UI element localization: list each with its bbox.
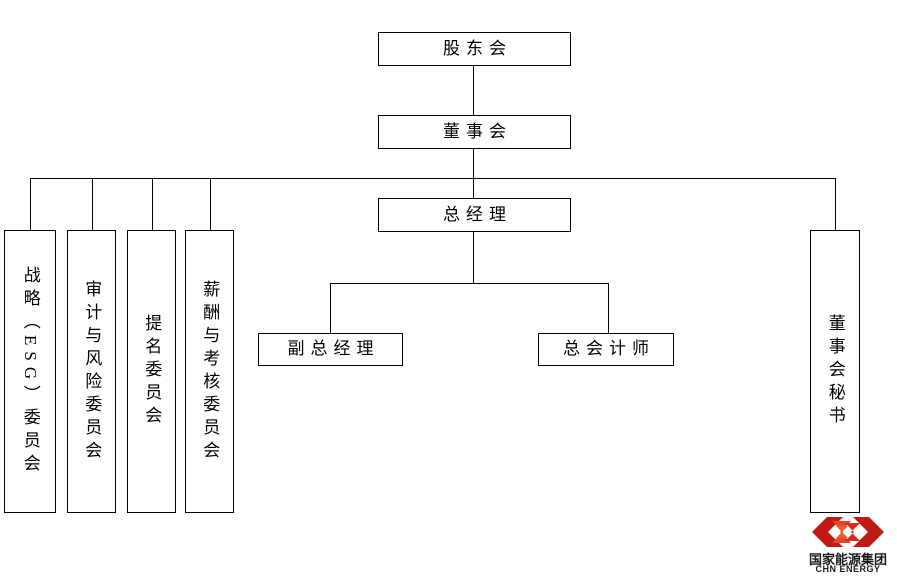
connector-board-stem <box>473 148 474 178</box>
connector-board-to-strategy-esg <box>30 178 31 230</box>
node-chief-accountant-label: 总会计师 <box>563 339 655 359</box>
node-board-of-directors[interactable]: 董事会 <box>378 115 571 149</box>
strategy-esg-part1: 战略（ <box>20 265 40 335</box>
strategy-esg-latin: ESG <box>20 334 40 386</box>
connector-board-to-nomination <box>152 178 153 230</box>
connector-board-to-audit-risk <box>92 178 93 230</box>
node-deputy-general-manager[interactable]: 副总经理 <box>258 333 403 366</box>
node-nomination-committee[interactable]: 提名委员会 <box>127 230 176 513</box>
connector-gm-to-chief-accountant <box>608 283 609 333</box>
logo-english-name: CHN ENERGY <box>815 564 881 574</box>
connector-board-to-gm <box>473 178 474 199</box>
connector-shareholders-to-board <box>473 65 474 115</box>
node-chief-accountant[interactable]: 总会计师 <box>538 333 674 366</box>
node-deputy-general-manager-label: 副总经理 <box>287 339 380 359</box>
connector-board-to-remuneration <box>210 178 211 230</box>
connector-gm-bus <box>330 283 609 284</box>
node-strategy-esg-committee[interactable]: 战略（ESG）委员会 <box>4 230 56 513</box>
connector-board-bus <box>30 178 836 179</box>
connector-gm-to-deputy <box>330 283 331 333</box>
node-strategy-esg-committee-label: 战略（ESG）委员会 <box>20 266 40 477</box>
strategy-esg-part2: ）委员会 <box>20 385 40 478</box>
connector-gm-stem <box>473 231 474 283</box>
node-board-secretary-label: 董事会秘书 <box>825 314 845 429</box>
node-nomination-committee-label: 提名委员会 <box>142 314 162 429</box>
node-board-of-directors-label: 董事会 <box>443 121 512 141</box>
node-shareholders-meeting-label: 股东会 <box>443 38 512 58</box>
chn-energy-logo-icon <box>812 517 884 547</box>
node-audit-risk-committee-label: 审计与风险委员会 <box>82 279 102 464</box>
company-logo: 国家能源集团 CHN ENERGY <box>802 516 894 578</box>
logo-chinese-name: 国家能源集团 <box>808 552 887 567</box>
connector-board-to-board-secretary <box>835 178 836 230</box>
node-general-manager[interactable]: 总经理 <box>378 198 571 232</box>
node-general-manager-label: 总经理 <box>443 204 512 224</box>
node-remuneration-committee-label: 薪酬与考核委员会 <box>200 279 220 464</box>
node-shareholders-meeting[interactable]: 股东会 <box>378 32 571 66</box>
node-audit-risk-committee[interactable]: 审计与风险委员会 <box>67 230 116 513</box>
node-board-secretary[interactable]: 董事会秘书 <box>810 230 860 513</box>
node-remuneration-committee[interactable]: 薪酬与考核委员会 <box>185 230 234 513</box>
